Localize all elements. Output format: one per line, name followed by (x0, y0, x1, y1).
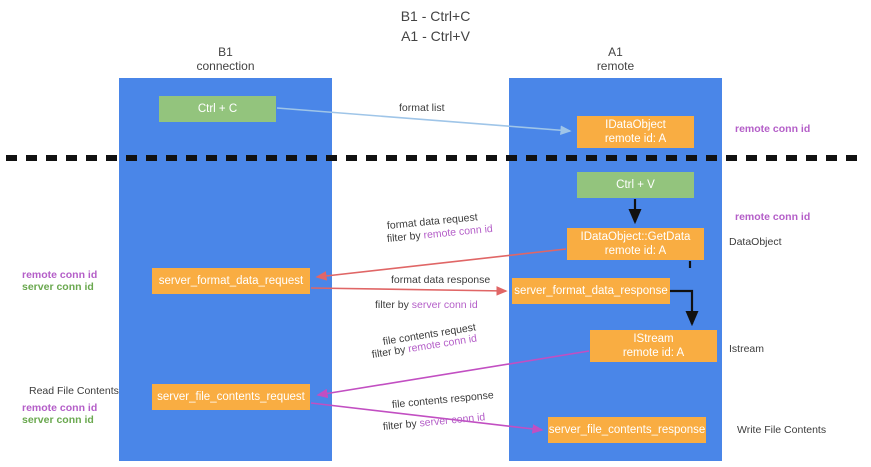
filter-key-server-conn-id: server conn id (411, 299, 478, 311)
box-getdata-title: IDataObject::GetData (580, 231, 691, 243)
arrow-format-data-response (310, 286, 508, 296)
box-server-format-data-response[interactable]: server_format_data_response (512, 278, 670, 304)
left-label-read-file-contents: Read File Contents (29, 385, 119, 397)
left-label-remote-conn-id-bottom: remote conn id (22, 402, 98, 414)
title-line-1: B1 - Ctrl+C (400, 8, 471, 24)
filter-prefix: filter by (375, 299, 412, 311)
right-label-write-file-contents: Write File Contents (737, 424, 827, 436)
lane-header-b1-role: connection (196, 59, 255, 73)
filter-key-server-conn-id: server conn id (418, 411, 486, 430)
filter-prefix: filter by (370, 343, 410, 361)
right-label-remote-conn-id-mid: remote conn id (735, 211, 811, 223)
right-label-istream: Istream (729, 343, 765, 355)
label-format-data-response: format data response (391, 274, 491, 286)
left-label-server-conn-id-top: server conn id (22, 281, 94, 293)
box-istream-subtitle: remote id: A (622, 347, 685, 359)
right-label-remote-conn-id-top: remote conn id (735, 123, 811, 135)
box-istream[interactable]: IStream remote id: A (590, 330, 717, 362)
box-idataobject-subtitle: remote id: A (604, 133, 667, 145)
right-label-dataobject: DataObject (729, 236, 782, 248)
lane-header-a1-role: remote (596, 59, 635, 73)
title-line-2: A1 - Ctrl+V (401, 28, 470, 44)
page-title: B1 - Ctrl+C A1 - Ctrl+V (0, 6, 871, 46)
left-label-server-conn-id-bottom: server conn id (22, 414, 94, 426)
label-file-contents-response: file contents response (391, 389, 495, 411)
left-label-remote-conn-id-top: remote conn id (22, 269, 98, 281)
lane-header-a1: A1 remote (529, 45, 702, 73)
box-istream-title: IStream (633, 333, 674, 345)
box-ctrl-v[interactable]: Ctrl + V (577, 172, 694, 198)
lane-header-a1-name: A1 (608, 45, 623, 59)
label-format-data-response-filter: filter by server conn id (375, 299, 478, 312)
filter-prefix: filter by (382, 417, 421, 433)
phase-divider (6, 155, 865, 161)
label-file-contents-response-filter: filter by server conn id (382, 411, 485, 434)
box-getdata-subtitle: remote id: A (604, 245, 667, 257)
box-idataobject-title: IDataObject (605, 119, 666, 131)
box-server-file-contents-response[interactable]: server_file_contents_response (548, 417, 706, 443)
box-idataobject-getdata[interactable]: IDataObject::GetData remote id: A (567, 228, 704, 260)
label-format-list: format list (399, 102, 445, 114)
filter-prefix: filter by (386, 229, 425, 245)
box-idataobject[interactable]: IDataObject remote id: A (577, 116, 694, 148)
lane-header-b1-name: B1 (218, 45, 233, 59)
box-server-file-contents-request[interactable]: server_file_contents_request (152, 384, 310, 410)
box-ctrl-c[interactable]: Ctrl + C (159, 96, 276, 122)
box-server-format-data-request[interactable]: server_format_data_request (152, 268, 310, 294)
lane-header-b1: B1 connection (139, 45, 312, 73)
